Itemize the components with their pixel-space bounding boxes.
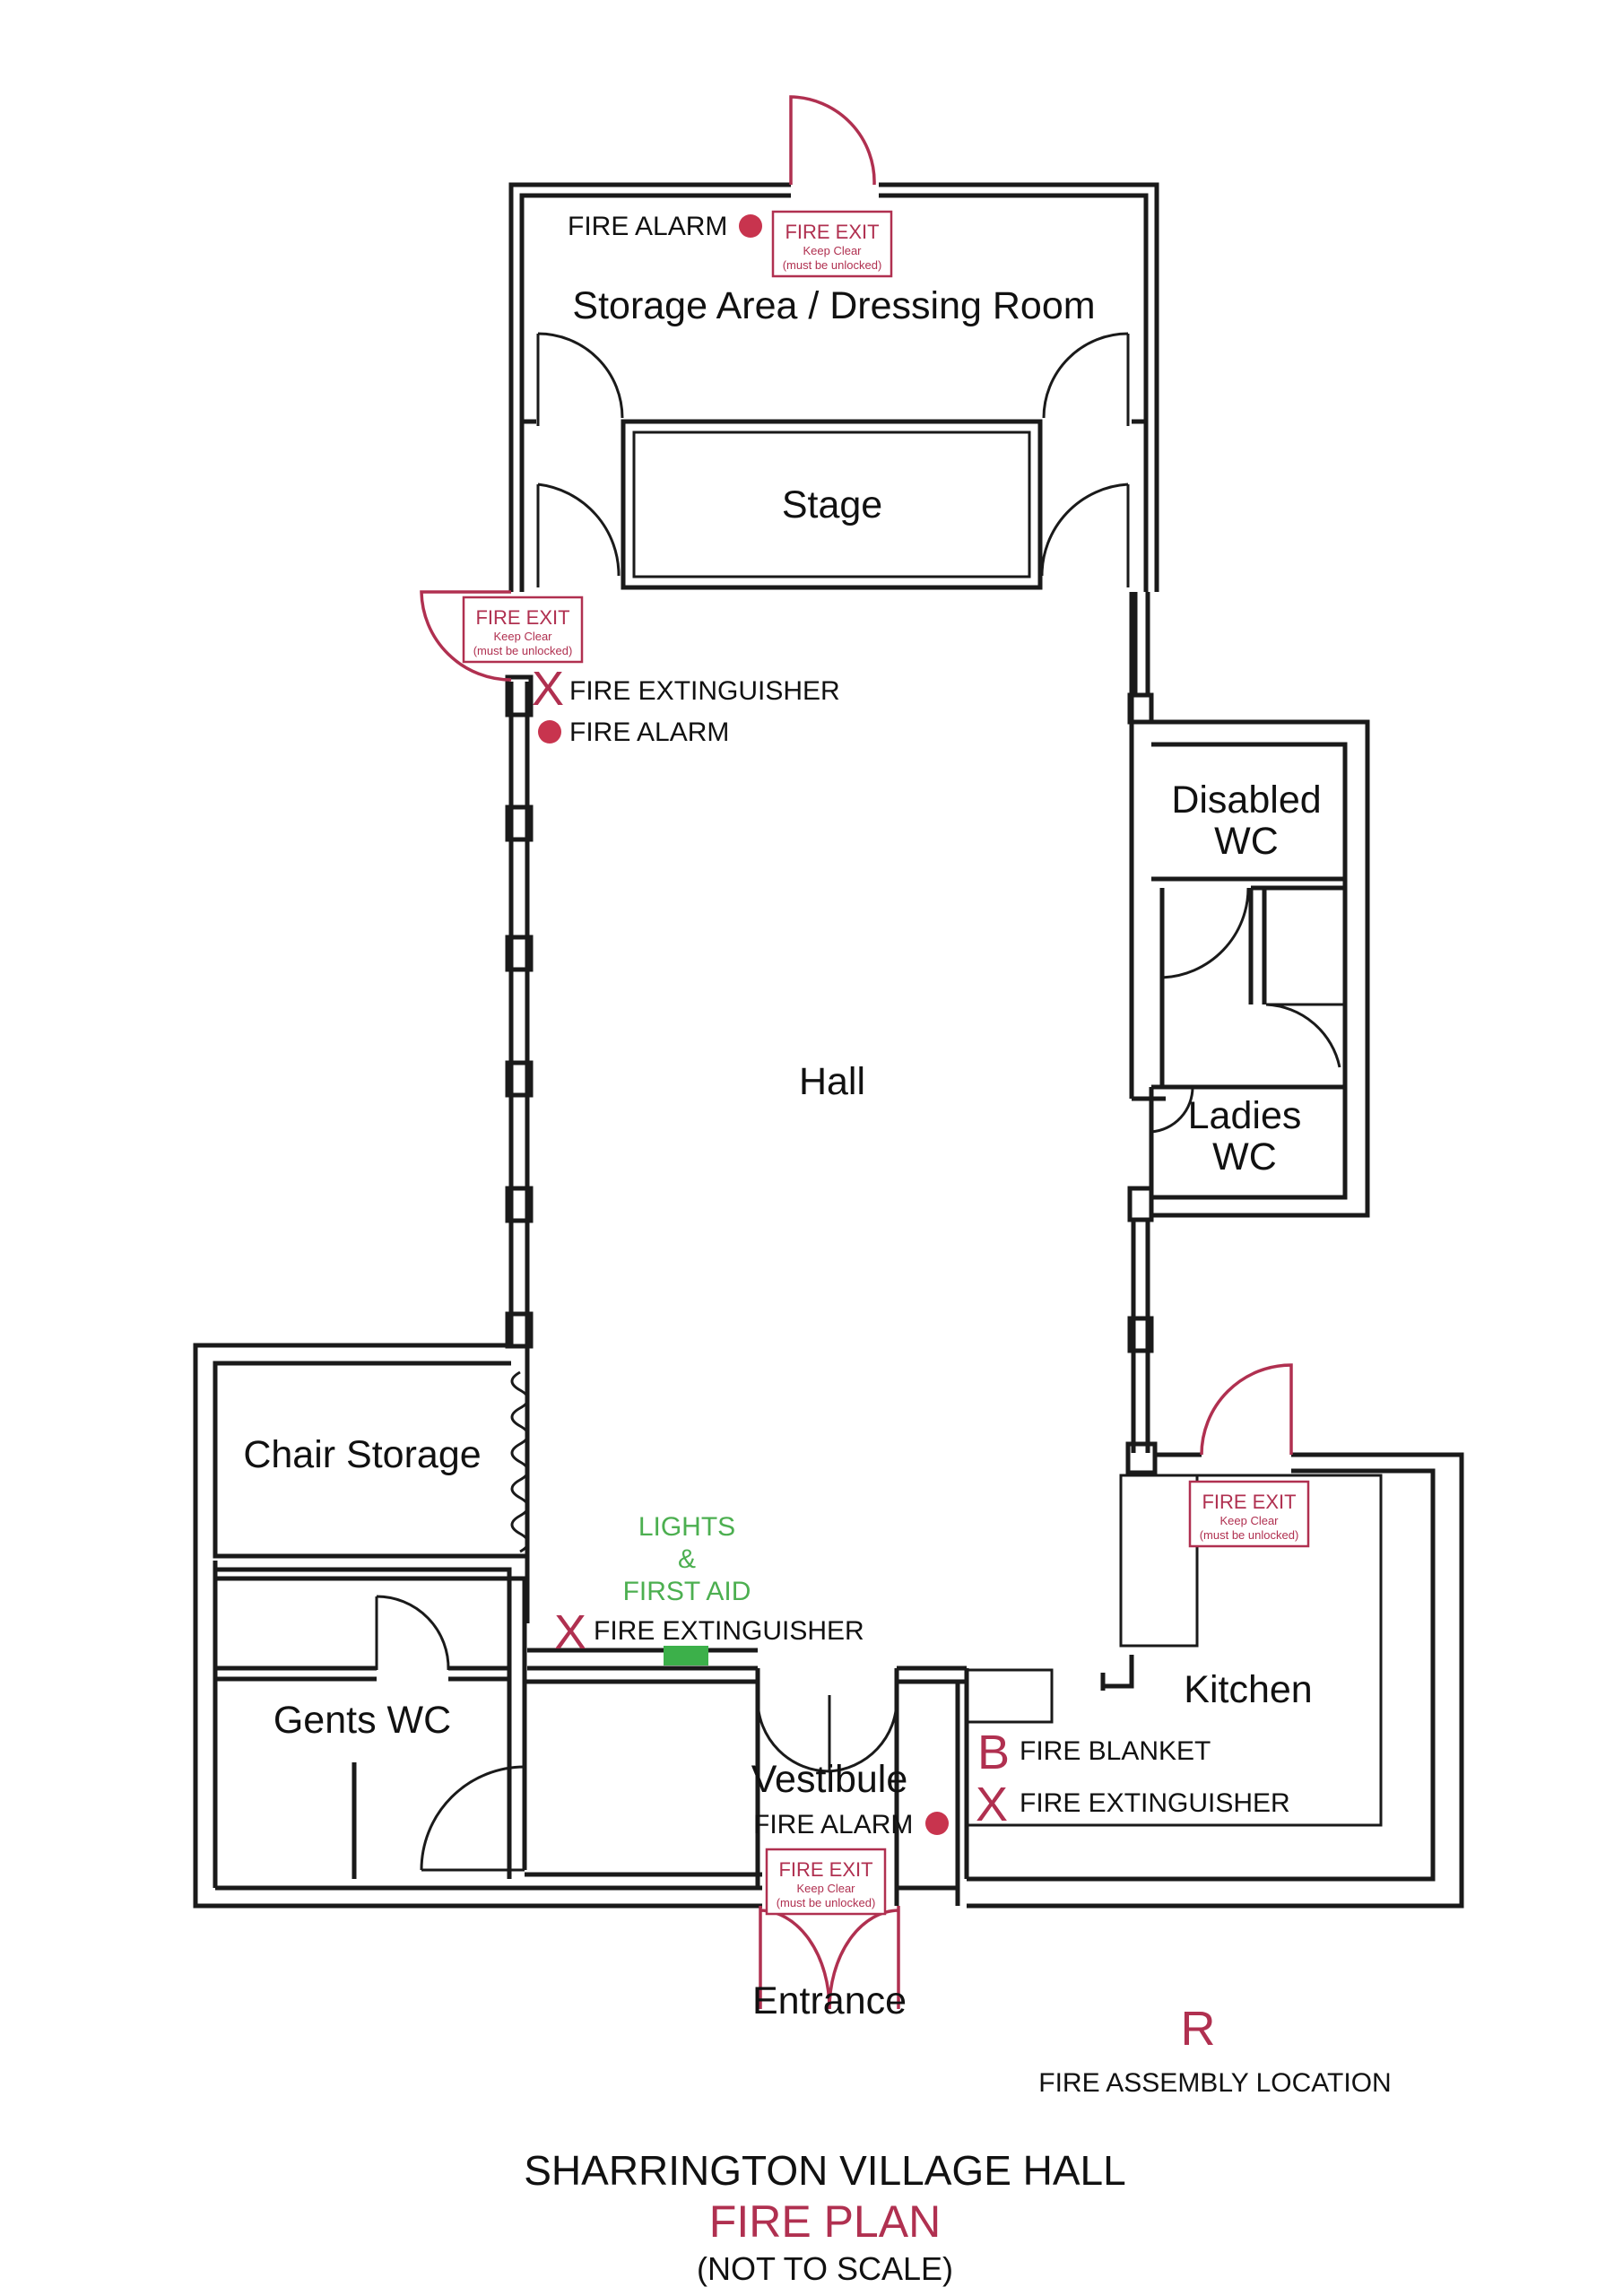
svg-text:FIRE EXIT: FIRE EXIT bbox=[785, 221, 879, 243]
extinguisher-icon: X bbox=[976, 1778, 1008, 1831]
svg-text:Keep Clear: Keep Clear bbox=[493, 630, 552, 643]
interior-doors bbox=[375, 332, 1345, 1872]
svg-text:FIRE EXTINGUISHER: FIRE EXTINGUISHER bbox=[569, 676, 840, 706]
fire-extinguisher-hall-north: X FIRE EXTINGUISHER bbox=[532, 662, 840, 716]
room-label-kitchen: Kitchen bbox=[1184, 1668, 1312, 1711]
room-label-storage: Storage Area / Dressing Room bbox=[572, 284, 1095, 327]
extinguisher-icon: X bbox=[532, 662, 564, 716]
room-label-gents-wc: Gents WC bbox=[273, 1699, 451, 1742]
plan-title: SHARRINGTON VILLAGE HALL bbox=[524, 2147, 1125, 2194]
fire-exit-sign-entrance: FIRE EXIT Keep Clear (must be unlocked) bbox=[765, 1848, 887, 1916]
svg-text:(must be unlocked): (must be unlocked) bbox=[783, 258, 882, 272]
svg-text:(must be unlocked): (must be unlocked) bbox=[777, 1896, 876, 1909]
room-label-vestibule: Vestibule bbox=[751, 1758, 908, 1801]
svg-text:FIRE EXIT: FIRE EXIT bbox=[1202, 1491, 1296, 1513]
svg-text:FIRE EXTINGUISHER: FIRE EXTINGUISHER bbox=[594, 1616, 864, 1646]
svg-text:LIGHTS: LIGHTS bbox=[638, 1512, 735, 1542]
fire-alarm-hall: FIRE ALARM bbox=[538, 718, 729, 747]
svg-text:(must be unlocked): (must be unlocked) bbox=[1200, 1528, 1299, 1542]
room-label-chair-storage: Chair Storage bbox=[243, 1433, 481, 1476]
room-label-disabled-wc-line2: WC bbox=[1214, 820, 1279, 863]
svg-text:FIRE BLANKET: FIRE BLANKET bbox=[1020, 1736, 1211, 1766]
room-label-ladies-wc-line2: WC bbox=[1212, 1135, 1277, 1178]
lights-first-aid: LIGHTS & FIRST AID bbox=[623, 1512, 751, 1665]
fire-blanket-kitchen: B FIRE BLANKET bbox=[977, 1726, 1211, 1779]
fire-extinguisher-hall-south: X FIRE EXTINGUISHER bbox=[554, 1605, 864, 1659]
plan-subtitle: FIRE PLAN bbox=[709, 2196, 941, 2247]
svg-text:FIRE ALARM: FIRE ALARM bbox=[753, 1810, 913, 1839]
west-fire-exit-door bbox=[420, 590, 512, 682]
svg-text:Keep Clear: Keep Clear bbox=[796, 1882, 855, 1895]
svg-text:FIRE ALARM: FIRE ALARM bbox=[568, 212, 727, 241]
north-fire-exit-door bbox=[789, 95, 876, 186]
svg-text:Keep Clear: Keep Clear bbox=[1219, 1514, 1279, 1527]
fire-alarm-icon bbox=[925, 1812, 949, 1835]
svg-text:Keep Clear: Keep Clear bbox=[803, 244, 862, 257]
fire-alarm-vestibule: FIRE ALARM bbox=[753, 1810, 949, 1839]
svg-text:&: & bbox=[678, 1544, 696, 1574]
fire-alarm-icon bbox=[538, 720, 561, 744]
room-label-stage: Stage bbox=[782, 483, 882, 526]
fire-extinguisher-kitchen: X FIRE EXTINGUISHER bbox=[976, 1778, 1290, 1831]
svg-text:FIRST AID: FIRST AID bbox=[623, 1577, 751, 1606]
fire-alarm-storage: FIRE ALARM bbox=[568, 212, 762, 241]
first-aid-box-icon bbox=[664, 1646, 708, 1665]
room-label-disabled-wc-line1: Disabled bbox=[1171, 778, 1321, 822]
room-label-ladies-wc-line1: Ladies bbox=[1188, 1094, 1302, 1137]
svg-text:FIRE ASSEMBLY LOCATION: FIRE ASSEMBLY LOCATION bbox=[1038, 2068, 1391, 2098]
assembly-point-icon: R bbox=[1181, 2002, 1216, 2056]
fire-exit-sign-kitchen: FIRE EXIT Keep Clear (must be unlocked) bbox=[1188, 1480, 1310, 1548]
svg-text:(must be unlocked): (must be unlocked) bbox=[473, 644, 573, 657]
svg-text:FIRE EXIT: FIRE EXIT bbox=[475, 606, 569, 629]
svg-text:FIRE EXIT: FIRE EXIT bbox=[778, 1858, 872, 1881]
room-label-entrance: Entrance bbox=[752, 1979, 907, 2022]
fire-assembly-location: R FIRE ASSEMBLY LOCATION bbox=[1038, 2002, 1391, 2098]
fire-exit-sign-north: FIRE EXIT Keep Clear (must be unlocked) bbox=[771, 210, 893, 278]
kitchen-fire-exit-door bbox=[1200, 1363, 1293, 1456]
extinguisher-icon: X bbox=[554, 1605, 586, 1659]
svg-text:FIRE ALARM: FIRE ALARM bbox=[569, 718, 729, 747]
scale-note: (NOT TO SCALE) bbox=[697, 2250, 953, 2287]
room-label-hall: Hall bbox=[799, 1060, 865, 1103]
svg-text:FIRE EXTINGUISHER: FIRE EXTINGUISHER bbox=[1020, 1788, 1290, 1818]
fire-exit-sign-west: FIRE EXIT Keep Clear (must be unlocked) bbox=[462, 596, 584, 664]
fire-alarm-icon bbox=[739, 214, 762, 238]
fire-blanket-icon: B bbox=[977, 1726, 1010, 1779]
building-walls bbox=[193, 182, 1464, 1909]
